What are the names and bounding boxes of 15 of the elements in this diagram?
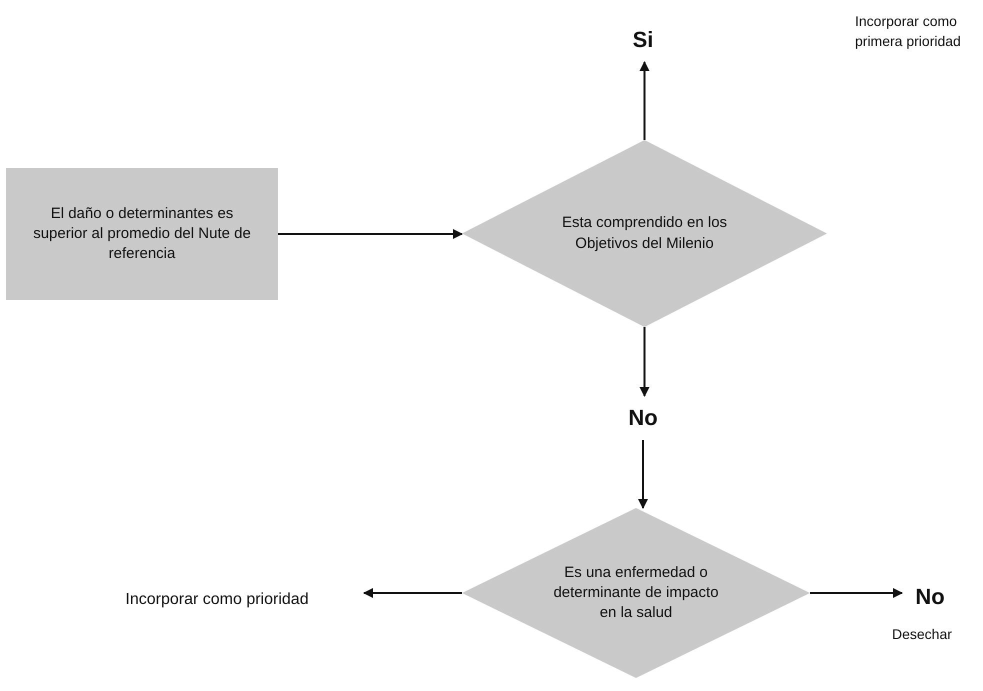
arrow [638, 440, 648, 509]
arrow [278, 229, 463, 239]
outcome-label: No [915, 584, 945, 610]
note-text: Incorporar como primera prioridad [855, 12, 962, 51]
decision-text: Es una enfermedad o determinante de impacto en la salud [552, 562, 720, 624]
outcome-label: Si [626, 24, 660, 56]
decision-text: Esta comprendido en los Objetivos del Milenio [560, 213, 728, 254]
arrow [640, 61, 650, 140]
outcome-label: No [620, 402, 666, 434]
arrow [640, 327, 650, 397]
outcome-label: Incorporar como prioridad [76, 585, 358, 615]
process-box: El daño o determinantes es superior al promedio del Nute de referencia [6, 168, 278, 300]
arrow [810, 588, 903, 598]
arrow [363, 588, 462, 598]
note-text: Desechar [892, 625, 953, 644]
